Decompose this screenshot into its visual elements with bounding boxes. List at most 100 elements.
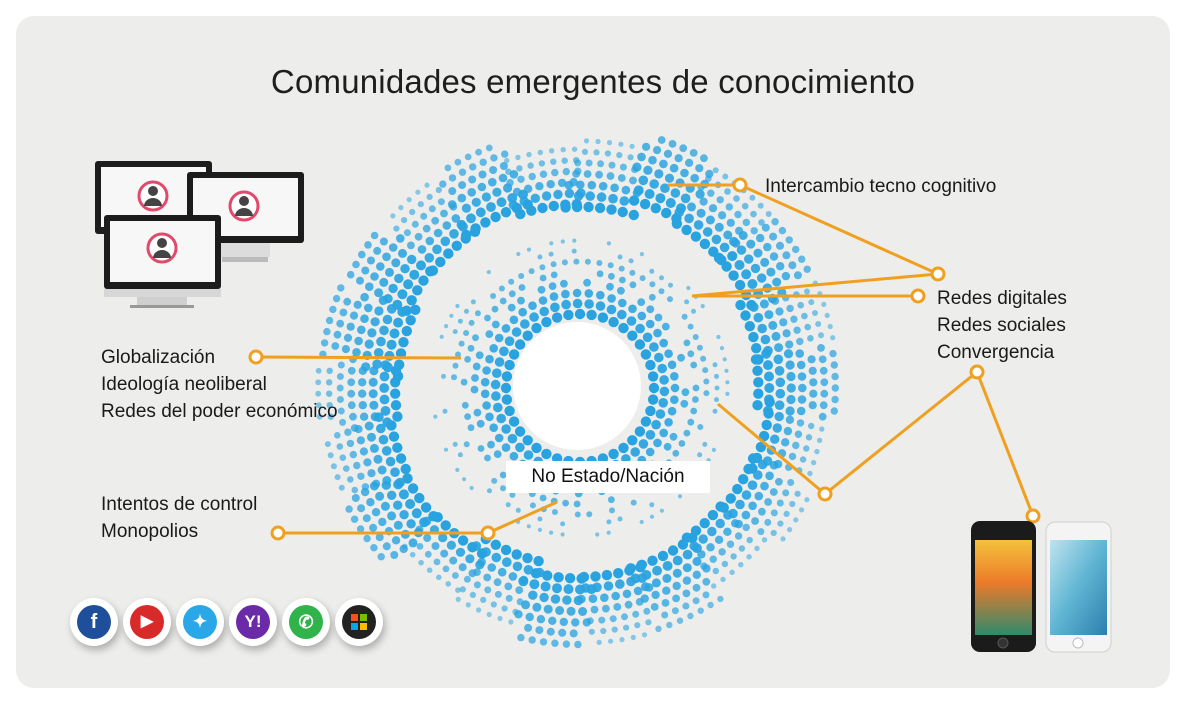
pattern-dot bbox=[497, 615, 503, 622]
pattern-dot bbox=[376, 423, 386, 434]
pattern-dot bbox=[464, 413, 471, 420]
pattern-dot bbox=[356, 525, 365, 533]
pattern-dot bbox=[560, 521, 566, 527]
pattern-dot bbox=[718, 211, 727, 220]
pattern-dot bbox=[785, 236, 793, 244]
pattern-dot bbox=[471, 197, 481, 207]
pattern-dot bbox=[707, 601, 714, 609]
pattern-dot bbox=[409, 269, 420, 280]
pattern-dot bbox=[723, 230, 733, 240]
pattern-dot bbox=[590, 571, 601, 582]
pattern-dot bbox=[797, 301, 804, 309]
pattern-dot bbox=[522, 435, 533, 446]
pattern-dot bbox=[489, 423, 499, 433]
pattern-dot bbox=[639, 252, 645, 257]
pattern-dot bbox=[482, 366, 491, 375]
pattern-dot bbox=[729, 569, 735, 575]
pattern-dot bbox=[481, 192, 491, 202]
pattern-dot bbox=[634, 622, 641, 629]
label-globalizacion: Globalización Ideología neoliberal Redes… bbox=[101, 344, 338, 425]
pattern-dot bbox=[757, 273, 767, 283]
pattern-dot bbox=[804, 497, 810, 503]
pattern-dot bbox=[491, 391, 501, 401]
pattern-dot bbox=[681, 313, 688, 320]
pattern-dot bbox=[360, 314, 369, 324]
pattern-dot bbox=[452, 362, 459, 369]
pattern-dot bbox=[485, 330, 494, 338]
pattern-dot bbox=[350, 424, 359, 432]
pattern-dot bbox=[769, 252, 779, 261]
pattern-dot bbox=[725, 493, 736, 504]
pattern-dot bbox=[757, 459, 768, 470]
pattern-dot bbox=[602, 604, 610, 613]
pattern-dot bbox=[624, 565, 635, 576]
pattern-dot bbox=[677, 494, 683, 499]
pattern-dot bbox=[783, 349, 794, 359]
pattern-dot bbox=[393, 500, 403, 510]
pattern-dot bbox=[808, 366, 817, 375]
pattern-dot bbox=[632, 610, 640, 618]
pattern-dot bbox=[537, 285, 546, 294]
pattern-dot bbox=[702, 367, 709, 374]
pattern-dot bbox=[457, 535, 469, 546]
pattern-dot bbox=[403, 279, 414, 290]
pattern-dot bbox=[391, 536, 401, 545]
pattern-dot bbox=[808, 401, 817, 410]
pattern-dot bbox=[722, 357, 727, 362]
pattern-dot bbox=[539, 592, 549, 603]
pattern-dot bbox=[487, 563, 497, 572]
pattern-dot bbox=[397, 289, 408, 300]
pattern-dot bbox=[812, 310, 818, 316]
pattern-dot bbox=[488, 177, 497, 187]
pattern-dot bbox=[494, 433, 504, 443]
pattern-dot bbox=[809, 378, 818, 387]
pattern-dot bbox=[629, 176, 637, 185]
pattern-dot bbox=[765, 211, 772, 217]
pattern-dot bbox=[609, 615, 617, 623]
pattern-dot bbox=[770, 509, 778, 517]
label-redes-sociales: Redes sociales bbox=[937, 315, 1066, 336]
pattern-dot bbox=[560, 532, 565, 537]
pattern-dot bbox=[655, 193, 666, 204]
pattern-dot bbox=[573, 258, 580, 265]
pattern-dot bbox=[336, 396, 344, 403]
pattern-dot bbox=[709, 555, 717, 563]
pattern-dot bbox=[331, 342, 340, 350]
pattern-dot bbox=[350, 515, 359, 523]
pattern-dot bbox=[748, 501, 757, 511]
pattern-dot bbox=[550, 158, 557, 165]
pattern-dot bbox=[692, 334, 699, 340]
pattern-dot bbox=[787, 527, 793, 533]
pattern-dot bbox=[445, 581, 452, 587]
pattern-dot bbox=[364, 421, 374, 431]
pattern-dot bbox=[484, 314, 491, 322]
label-intercambio: Intercambio tecno cognitivo bbox=[765, 176, 997, 197]
pattern-dot bbox=[768, 320, 778, 330]
pattern-dot bbox=[750, 263, 761, 274]
pattern-dot bbox=[769, 232, 778, 241]
pattern-dot bbox=[358, 250, 366, 259]
pattern-dot bbox=[551, 509, 558, 515]
pattern-dot bbox=[753, 470, 763, 480]
pattern-dot bbox=[334, 474, 341, 481]
pattern-dot bbox=[692, 583, 701, 592]
pattern-dot bbox=[706, 543, 715, 552]
pattern-dot bbox=[475, 148, 482, 156]
pattern-dot bbox=[723, 527, 732, 536]
pattern-dot bbox=[433, 228, 443, 238]
pattern-dot bbox=[645, 405, 656, 417]
pattern-dot bbox=[423, 534, 432, 542]
pattern-dot bbox=[392, 442, 403, 453]
pattern-dot bbox=[531, 322, 542, 334]
pattern-dot bbox=[670, 372, 679, 381]
connector-node bbox=[480, 525, 496, 541]
pattern-dot bbox=[461, 401, 469, 409]
pattern-dot bbox=[607, 294, 616, 303]
pattern-dot bbox=[539, 274, 547, 282]
pattern-dot bbox=[541, 191, 552, 201]
pattern-dot bbox=[515, 507, 521, 513]
pattern-dot bbox=[452, 441, 458, 447]
pattern-dot bbox=[774, 343, 784, 353]
pattern-dot bbox=[657, 550, 669, 562]
pattern-dot bbox=[819, 426, 825, 432]
